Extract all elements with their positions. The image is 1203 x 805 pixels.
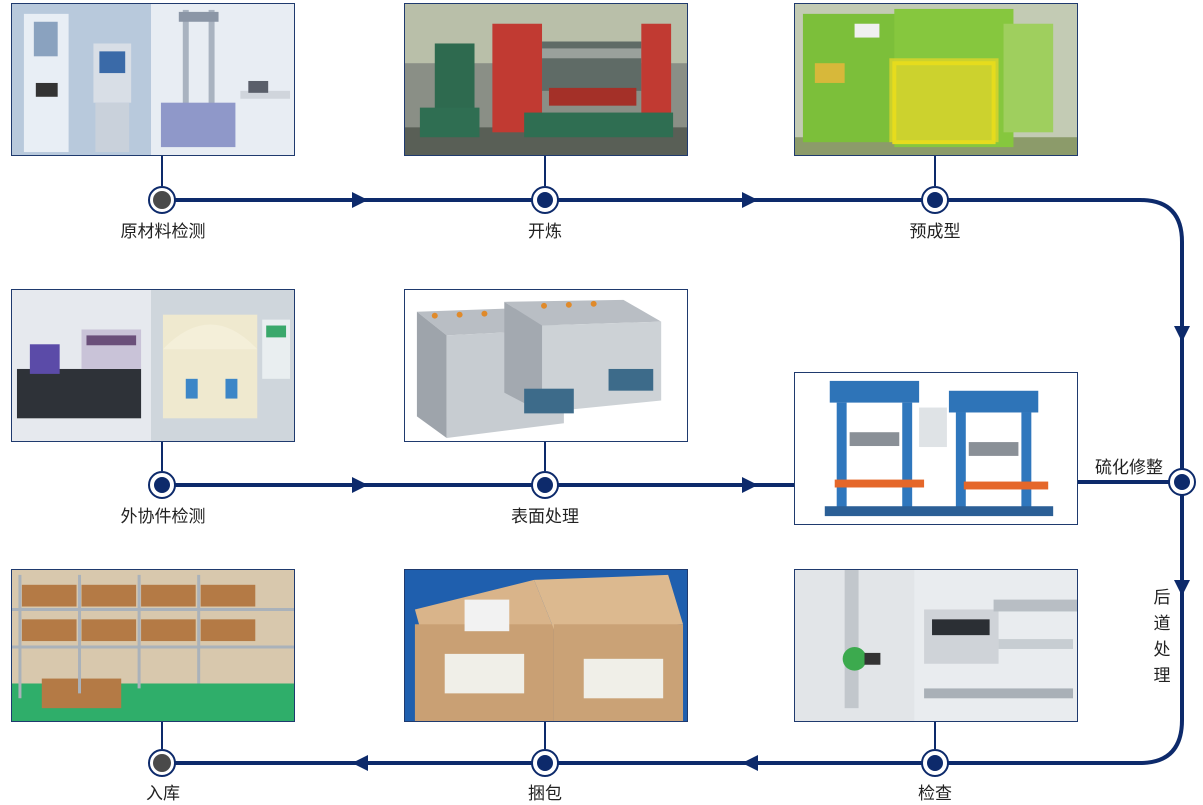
step-label-mixing: 开炼: [528, 222, 562, 242]
arrow-right-4: [742, 477, 758, 493]
node-start: [148, 186, 176, 214]
step-label-raw-material-inspection: 原材料检测: [120, 222, 206, 242]
photo-surface-treatment-tanks: [404, 289, 688, 442]
step-label-inspection: 检查: [918, 784, 952, 804]
node-packing: [531, 749, 559, 777]
photo-raw-material-testing: [11, 3, 295, 156]
step-label-vulcanize-trim: 硫化修整: [1095, 458, 1163, 478]
row2-line: [162, 480, 1184, 765]
photo-packing-boxes: [404, 569, 688, 722]
step-label-surface-treatment: 表面处理: [511, 507, 579, 527]
photo-inspection-instruments: [794, 569, 1078, 722]
node-vulcanize: [1168, 468, 1196, 496]
node-surface: [531, 471, 559, 499]
photo-vulcanizing-press: [794, 372, 1078, 525]
arrow-right-1: [352, 192, 368, 208]
step-label-packing: 捆包: [528, 784, 562, 804]
node-preforming: [921, 186, 949, 214]
row1-line: [162, 198, 1184, 482]
node-outsourced: [148, 471, 176, 499]
arrow-left-2: [352, 755, 368, 771]
step-label-storage: 入库: [146, 784, 180, 804]
arrow-down-2: [1174, 580, 1190, 596]
photo-outsourced-testing: [11, 289, 295, 442]
arrow-right-2: [742, 192, 758, 208]
photo-warehouse-storage: [11, 569, 295, 722]
arrow-down-1: [1174, 326, 1190, 342]
node-inspection: [921, 749, 949, 777]
arrow-left-1: [742, 755, 758, 771]
node-mixing: [531, 186, 559, 214]
photo-preforming-machine: [794, 3, 1078, 156]
photo-mixing-mill: [404, 3, 688, 156]
arrow-right-3: [352, 477, 368, 493]
step-label-post-processing: 后道处理: [1153, 588, 1171, 686]
step-label-outsourced-inspection: 外协件检测: [120, 507, 206, 527]
step-label-preforming: 预成型: [909, 222, 961, 242]
node-storage: [148, 749, 176, 777]
